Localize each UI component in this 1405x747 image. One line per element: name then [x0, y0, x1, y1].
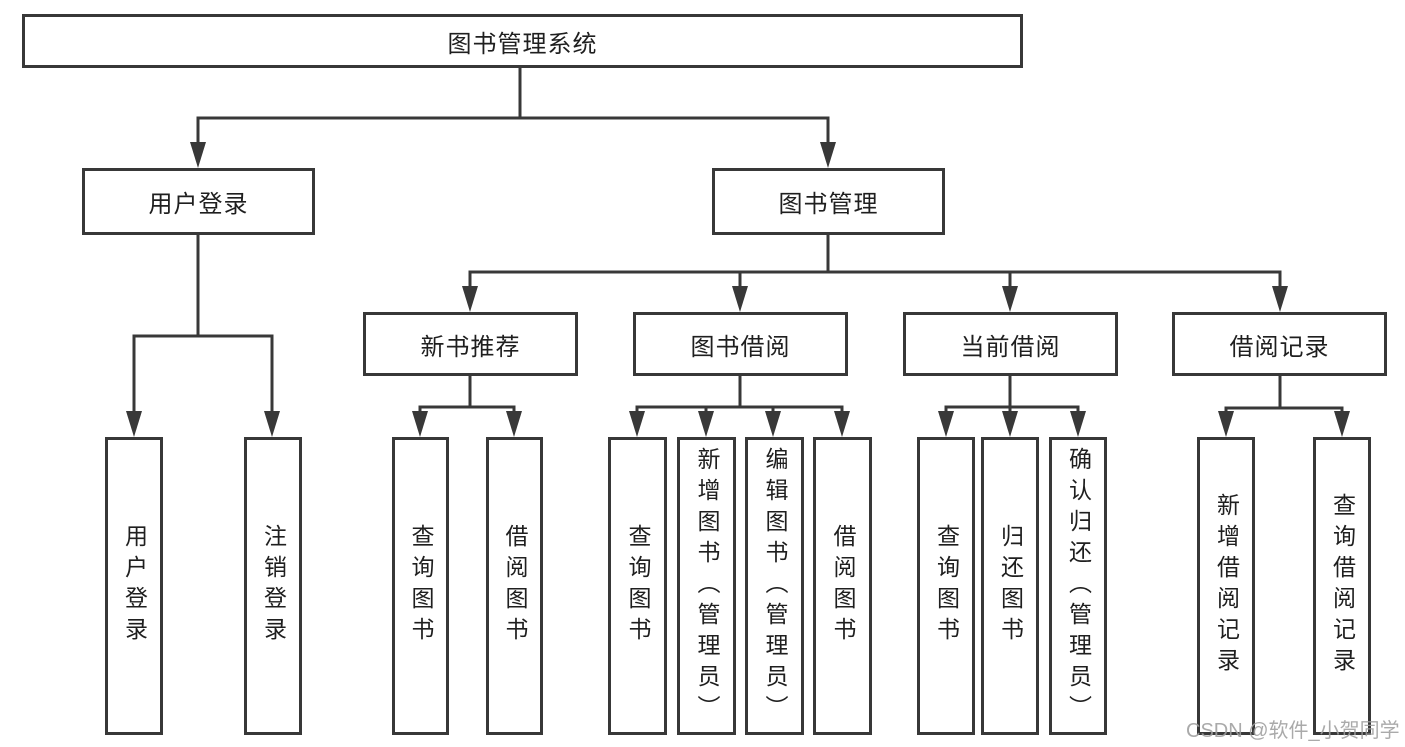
node-label: 图书管理系统	[447, 30, 598, 58]
node-label: 借阅记录	[1229, 333, 1330, 361]
connector-records-to-leaves	[1224, 376, 1344, 413]
node-label: 新书推荐	[420, 333, 521, 361]
node-query-books-recommend: 查询图书	[392, 437, 449, 735]
connector-newbooks-to-leaves	[418, 376, 516, 413]
arrow-down-icon	[1272, 286, 1288, 312]
node-user-login-action: 用户登录	[105, 437, 163, 735]
node-book-borrowing: 图书借阅	[633, 312, 848, 376]
node-label: 查询图书	[408, 524, 434, 648]
node-label: 编辑图书（管理员）	[762, 446, 788, 726]
node-label: 图书借阅	[690, 333, 791, 361]
node-label: 确认归还（管理员）	[1065, 446, 1092, 726]
node-borrow-records: 借阅记录	[1172, 312, 1387, 376]
node-label: 注销登录	[260, 524, 287, 648]
arrow-down-icon	[1334, 411, 1350, 437]
node-label: 新增借阅记录	[1213, 493, 1240, 679]
node-label: 查询图书	[933, 524, 960, 648]
node-new-book-recommend: 新书推荐	[363, 312, 578, 376]
arrow-down-icon	[190, 142, 206, 168]
node-label: 借阅图书	[830, 524, 856, 648]
arrow-down-icon	[1002, 286, 1018, 312]
csdn-watermark: CSDN @软件_小贺同学	[1186, 720, 1400, 742]
node-borrow-books-borrowing: 借阅图书	[813, 437, 872, 735]
node-query-borrow-record: 查询借阅记录	[1313, 437, 1371, 735]
node-label: 查询借阅记录	[1329, 493, 1356, 679]
arrow-down-icon	[1070, 411, 1086, 437]
node-label: 用户登录	[148, 191, 249, 218]
node-return-book: 归还图书	[981, 437, 1039, 735]
arrow-down-icon	[1002, 411, 1018, 437]
node-add-book-admin: 新增图书（管理员）	[677, 437, 736, 735]
node-label: 新增图书（管理员）	[694, 446, 720, 726]
node-current-borrowing: 当前借阅	[903, 312, 1118, 376]
node-query-books-current: 查询图书	[917, 437, 975, 735]
arrow-down-icon	[506, 411, 522, 437]
connector-current-to-leaves	[944, 376, 1080, 413]
arrow-down-icon	[732, 286, 748, 312]
arrow-down-icon	[412, 411, 428, 437]
node-edit-book-admin: 编辑图书（管理员）	[745, 437, 804, 735]
connector-borrowing-to-leaves	[635, 376, 844, 413]
connector-userlogin-to-leaves	[132, 235, 274, 413]
arrow-down-icon	[462, 286, 478, 312]
connector-root-to-level2	[196, 68, 830, 144]
node-add-borrow-record: 新增借阅记录	[1197, 437, 1255, 735]
arrow-down-icon	[264, 411, 280, 437]
node-borrow-books-recommend: 借阅图书	[486, 437, 543, 735]
node-logout: 注销登录	[244, 437, 302, 735]
arrow-down-icon	[126, 411, 142, 437]
node-label: 用户登录	[121, 524, 148, 648]
node-label: 借阅图书	[502, 524, 528, 648]
connector-bookmgmt-to-level3	[468, 235, 1282, 288]
arrow-down-icon	[1218, 411, 1234, 437]
node-user-login: 用户登录	[82, 168, 315, 235]
arrow-down-icon	[629, 411, 645, 437]
arrow-down-icon	[765, 411, 781, 437]
arrow-down-icon	[698, 411, 714, 437]
node-label: 当前借阅	[960, 333, 1061, 361]
node-label: 查询图书	[625, 524, 651, 648]
node-book-management: 图书管理	[712, 168, 945, 235]
node-library-management-system: 图书管理系统	[22, 14, 1023, 68]
node-query-books-borrowing: 查询图书	[608, 437, 667, 735]
node-label: 归还图书	[997, 524, 1024, 648]
node-confirm-return-admin: 确认归还（管理员）	[1049, 437, 1107, 735]
node-label: 图书管理	[778, 191, 879, 218]
arrow-down-icon	[938, 411, 954, 437]
arrow-down-icon	[834, 411, 850, 437]
arrow-down-icon	[820, 142, 836, 168]
